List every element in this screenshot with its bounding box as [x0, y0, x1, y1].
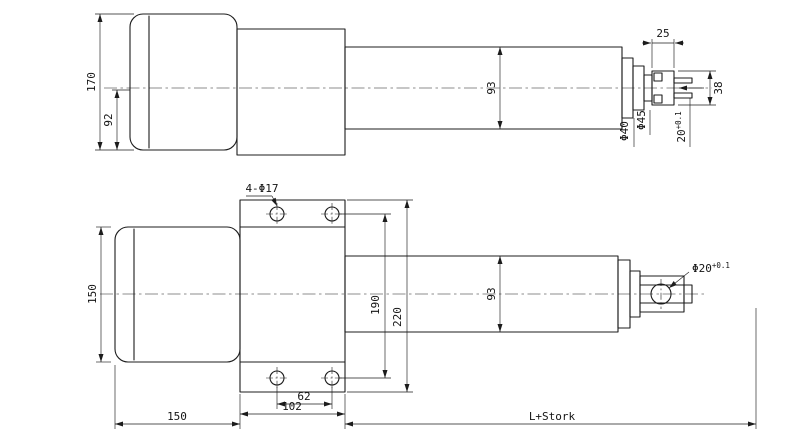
- dim-150-length: 150: [114, 365, 240, 429]
- clevis-bolt-upper: [653, 72, 663, 82]
- clevis-body-outline: [651, 70, 675, 106]
- dim-stroke: L+Stork: [345, 308, 757, 429]
- callout-slot-20: 20+0.1: [674, 98, 691, 147]
- dim-25-label: 25: [656, 27, 669, 40]
- dim-102: 102: [239, 394, 346, 429]
- callout-phi45: Φ45: [635, 110, 651, 135]
- phi40-label: Φ40: [618, 121, 631, 141]
- callout-holes: 4-Φ17: [245, 182, 279, 207]
- dim-150-height-label: 150: [86, 284, 99, 304]
- holes-callout-label: 4-Φ17: [245, 182, 278, 195]
- dim-93-label: 93: [485, 287, 498, 300]
- dim-62-label: 62: [297, 390, 310, 403]
- dim-stroke-label: L+Stork: [529, 410, 576, 423]
- slot-20-value: 20: [675, 129, 688, 142]
- motor-body-outline: [129, 13, 238, 151]
- dim-38: 38: [678, 70, 725, 106]
- mounting-plate-outline: [239, 199, 346, 393]
- dim-25: 25: [642, 27, 684, 68]
- dim-190: 190: [339, 213, 391, 379]
- top-view: 170 92 93 25 38: [85, 13, 725, 156]
- dim-38-label: 38: [712, 81, 725, 94]
- slot-20-label: 20+0.1: [674, 111, 688, 142]
- dim-170-label: 170: [85, 72, 98, 92]
- dim-92: 92: [102, 89, 130, 150]
- dim-93-top: 93: [485, 47, 503, 129]
- dim-62: 62: [276, 387, 333, 409]
- leader-line: [668, 271, 690, 289]
- dim-102-label: 102: [282, 400, 302, 413]
- callout-pin-hole: Φ20+0.1: [668, 261, 730, 289]
- slot-20-tolerance: +0.1: [674, 111, 683, 129]
- dim-92-label: 92: [102, 113, 115, 126]
- dim-93-label: 93: [485, 81, 498, 94]
- bottom-view: 4-Φ17 Φ20+0.1 150 190 220: [86, 182, 757, 429]
- dim-93-bottom: 93: [485, 256, 503, 332]
- pin-hole-value: Φ20: [692, 262, 712, 275]
- dim-150-height: 150: [86, 226, 111, 363]
- dim-150-length-label: 150: [167, 410, 187, 423]
- clevis-bolt-lower: [653, 94, 663, 104]
- clevis-prong-upper: [673, 77, 693, 84]
- pin-hole-tolerance: +0.1: [712, 261, 730, 270]
- dim-190-label: 190: [369, 295, 382, 315]
- dim-170: 170: [85, 13, 134, 151]
- pin-hole-label: Φ20+0.1: [692, 261, 730, 275]
- dim-220: 220: [347, 199, 413, 393]
- dim-220-label: 220: [391, 307, 404, 327]
- callout-phi40: Φ40: [618, 118, 635, 147]
- leader-line: [271, 195, 278, 207]
- clevis-end-cap: [683, 284, 693, 304]
- gearbox-outline: [236, 28, 346, 156]
- phi45-label: Φ45: [635, 110, 648, 130]
- clevis-prong-lower: [673, 92, 693, 99]
